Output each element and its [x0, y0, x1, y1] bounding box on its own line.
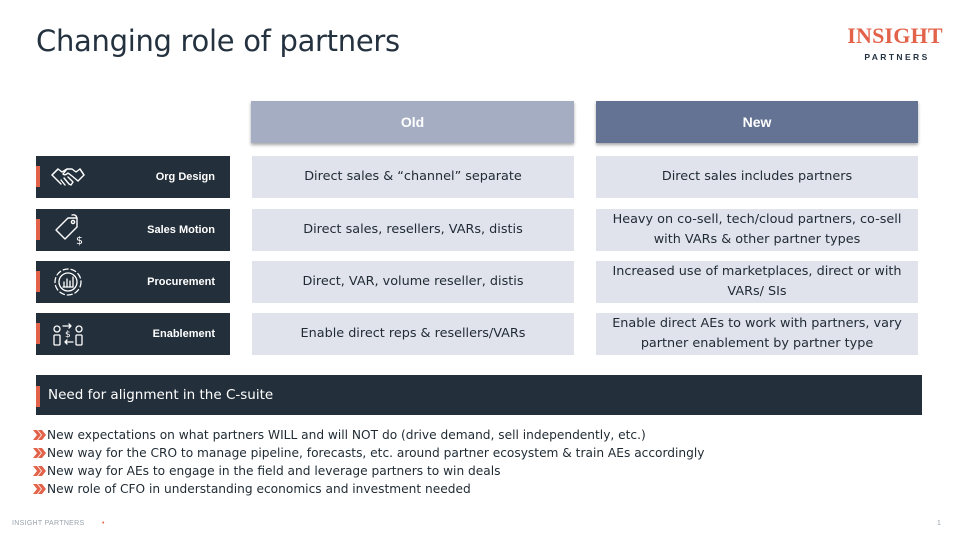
bullet-text: New expectations on what partners WILL a…	[47, 428, 646, 442]
banner-text: Need for alignment in the C-suite	[48, 387, 274, 403]
row-label-text: Procurement	[147, 276, 215, 288]
cell-new-enablement: Enable direct AEs to work with partners,…	[596, 313, 918, 355]
column-header-new: New	[596, 101, 918, 143]
slide-title: Changing role of partners	[36, 24, 400, 58]
row-label-text: Enablement	[152, 328, 215, 340]
list-item: New expectations on what partners WILL a…	[33, 426, 705, 444]
cell-new-procurement: Increased use of marketplaces, direct or…	[596, 261, 918, 303]
chevron-right-icon	[33, 466, 46, 476]
row-label-enablement: $ Enablement	[36, 313, 230, 355]
row-label-sales-motion: $ Sales Motion	[36, 209, 230, 251]
insight-partners-logo: INSIGHT PARTNERS	[842, 23, 948, 63]
list-item: New way for AEs to engage in the field a…	[33, 462, 705, 480]
bullet-text: New way for AEs to engage in the field a…	[47, 464, 501, 478]
accent-bar	[36, 386, 40, 407]
footer-separator: •	[102, 520, 105, 527]
row-label-text: Org Design	[155, 171, 215, 183]
accent-bar	[36, 271, 40, 292]
accent-bar	[36, 166, 40, 187]
list-item: New role of CFO in understanding economi…	[33, 480, 705, 498]
handshake-icon	[51, 168, 85, 186]
cell-new-sales-motion: Heavy on co-sell, tech/cloud partners, c…	[596, 209, 918, 251]
bullet-list: New expectations on what partners WILL a…	[33, 426, 705, 498]
cell-old-procurement: Direct, VAR, volume reseller, distis	[252, 261, 574, 303]
alignment-banner: Need for alignment in the C-suite	[36, 375, 922, 415]
list-item: New way for the CRO to manage pipeline, …	[33, 444, 705, 462]
chart-cycle-icon	[54, 268, 82, 296]
row-label-procurement: Procurement	[36, 261, 230, 303]
row-label-org-design: Org Design	[36, 156, 230, 198]
bullet-text: New role of CFO in understanding economi…	[47, 482, 471, 496]
bullet-text: New way for the CRO to manage pipeline, …	[47, 446, 705, 460]
cell-new-org-design: Direct sales includes partners	[596, 156, 918, 198]
logo-wordmark: INSIGHT	[847, 23, 943, 48]
column-header-old: Old	[251, 101, 574, 143]
accent-bar	[36, 219, 40, 240]
svg-text:$: $	[65, 330, 71, 340]
chevron-right-icon	[33, 430, 46, 440]
svg-text:$: $	[76, 234, 83, 246]
chevron-right-icon	[33, 448, 46, 458]
footer-brand: INSIGHT PARTNERS	[12, 520, 85, 527]
logo-subtext: PARTNERS	[864, 52, 930, 62]
cell-old-sales-motion: Direct sales, resellers, VARs, distis	[252, 209, 574, 251]
price-tag-icon: $	[55, 214, 83, 246]
people-exchange-icon: $	[53, 323, 83, 346]
row-label-text: Sales Motion	[147, 224, 215, 236]
chevron-right-icon	[33, 484, 46, 494]
accent-bar	[36, 323, 40, 344]
cell-old-org-design: Direct sales & “channel” separate	[252, 156, 574, 198]
page-number: 1	[937, 520, 942, 527]
cell-old-enablement: Enable direct reps & resellers/VARs	[252, 313, 574, 355]
